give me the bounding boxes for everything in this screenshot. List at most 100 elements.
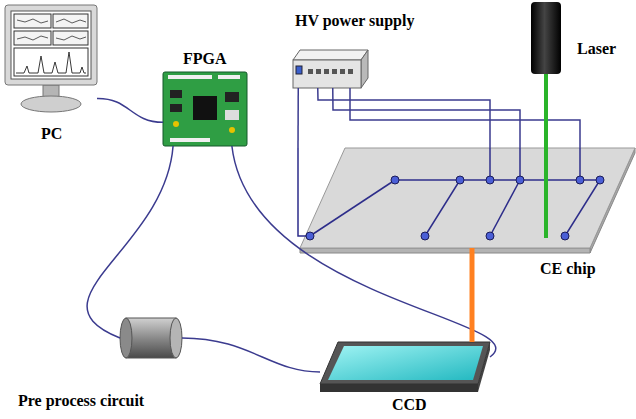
chip-edge xyxy=(300,248,590,253)
cylinder-end xyxy=(170,318,182,358)
ccd-surface xyxy=(328,346,483,380)
monitor-base xyxy=(21,96,81,112)
screen-graph xyxy=(14,48,88,76)
pin-header xyxy=(168,75,212,79)
wire xyxy=(519,148,521,180)
channel xyxy=(425,180,460,236)
reservoir xyxy=(561,232,569,240)
connector-line xyxy=(470,248,475,342)
pc-monitor xyxy=(5,5,97,112)
reservoir xyxy=(516,176,524,184)
connector xyxy=(182,338,320,372)
fpga-node: FPGA xyxy=(163,72,247,146)
component xyxy=(173,121,179,127)
fpga-board xyxy=(163,72,247,146)
reservoir xyxy=(486,176,494,184)
component-label: Laser xyxy=(577,40,616,58)
wire xyxy=(298,148,310,236)
output-port xyxy=(332,69,337,74)
connector xyxy=(87,146,173,338)
ccd-sensor xyxy=(320,342,490,392)
screen-window xyxy=(14,14,51,28)
power-switch xyxy=(296,66,302,74)
pcb xyxy=(163,72,247,146)
fpga-chip xyxy=(193,96,217,120)
box-top xyxy=(293,50,368,60)
ic xyxy=(170,104,182,112)
screen-window xyxy=(53,14,88,28)
reservoirs xyxy=(306,176,604,240)
wire xyxy=(579,148,581,180)
connector-line xyxy=(333,88,520,148)
ce-chip xyxy=(298,148,635,253)
monitor-neck xyxy=(43,85,59,97)
ic xyxy=(225,92,239,102)
laser-node: Laser xyxy=(531,2,561,74)
pin-header xyxy=(218,75,240,79)
pin-header xyxy=(170,138,210,142)
output-port xyxy=(324,69,329,74)
output-port xyxy=(340,69,345,74)
connector xyxy=(298,88,299,148)
connector xyxy=(225,110,239,120)
component-label: Pre process circuit xyxy=(18,392,144,410)
connector-line xyxy=(232,146,496,357)
component-label: HV power supply xyxy=(295,12,414,30)
channel xyxy=(490,180,520,236)
connector xyxy=(318,88,490,148)
box-front xyxy=(293,60,361,88)
component xyxy=(229,127,235,133)
monitor-bezel xyxy=(5,5,97,85)
screen-trace xyxy=(56,36,86,40)
component-label: CCD xyxy=(392,396,427,414)
wire xyxy=(489,148,491,180)
ic xyxy=(170,90,182,98)
monitor-screen xyxy=(11,11,91,79)
box-side xyxy=(361,50,368,88)
connector-line xyxy=(544,74,548,148)
component-label: FPGA xyxy=(183,50,227,68)
preprocess-cylinder xyxy=(120,318,182,358)
hv-supply xyxy=(293,50,368,88)
channel xyxy=(565,180,600,236)
reservoir xyxy=(456,176,464,184)
electropherogram xyxy=(16,52,86,73)
pc-node: PC xyxy=(5,5,97,115)
connector xyxy=(472,248,473,342)
hv-supply-node: HV power supply xyxy=(293,50,368,88)
connector-line xyxy=(97,98,163,122)
connector xyxy=(232,146,496,357)
component-label: CE chip xyxy=(540,260,596,278)
connector xyxy=(333,88,520,148)
screen-window xyxy=(53,31,88,45)
ccd-frame xyxy=(320,342,490,384)
connector xyxy=(97,98,163,122)
screen-trace xyxy=(56,19,86,23)
reservoir xyxy=(576,176,584,184)
connector xyxy=(546,74,547,148)
component-label: PC xyxy=(41,125,62,143)
channel xyxy=(310,180,395,236)
laser-beam xyxy=(544,148,548,238)
screen-trace xyxy=(17,19,48,23)
ce-chip-node: CE chip xyxy=(295,148,635,248)
cylinder-body xyxy=(126,318,176,358)
connector-line xyxy=(297,88,299,148)
channels xyxy=(298,148,600,236)
connector-line xyxy=(318,88,490,148)
ccd-front xyxy=(320,384,478,392)
reservoir xyxy=(596,176,604,184)
connector-line xyxy=(87,146,173,338)
reservoir xyxy=(306,232,314,240)
cylinder-end xyxy=(120,318,132,358)
screen-window xyxy=(14,31,51,45)
ccd-node: CCD xyxy=(320,342,490,392)
laser-head xyxy=(531,2,561,74)
output-port xyxy=(316,69,321,74)
output-port xyxy=(348,69,353,74)
screen-trace xyxy=(17,36,48,40)
chip-plate xyxy=(300,148,635,248)
separation-channel xyxy=(395,179,600,181)
